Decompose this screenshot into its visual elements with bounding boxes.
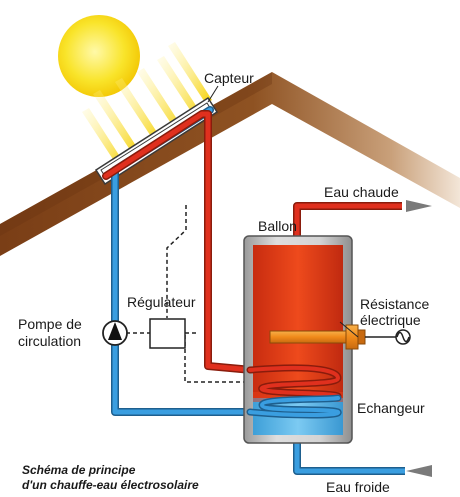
label-pompe-line1: Pompe de <box>18 316 82 332</box>
label-echangeur: Echangeur <box>357 400 425 416</box>
control-wires <box>126 205 247 383</box>
cold-water-arrow-icon <box>406 465 432 477</box>
electric-resistance <box>269 321 396 350</box>
label-ballon: Ballon <box>258 218 297 234</box>
sun-icon <box>58 15 140 97</box>
hot-pipe <box>102 110 256 374</box>
sun-rays <box>82 42 212 170</box>
hot-water-arrow-icon <box>406 200 432 212</box>
ac-power-icon <box>395 329 411 345</box>
label-eau-chaude: Eau chaude <box>324 184 399 200</box>
label-pompe-line2: circulation <box>18 333 82 349</box>
cold-water-inlet <box>293 440 432 477</box>
regulator-box <box>149 318 186 349</box>
caption-line2: d'un chauffe-eau électrosolaire <box>22 478 199 492</box>
hot-water-outlet <box>293 200 432 238</box>
label-eau-froide: Eau froide <box>326 479 390 495</box>
pump-icon <box>102 320 128 346</box>
heat-exchanger-coil <box>246 364 342 419</box>
label-resistance-line1: Résistance <box>360 296 430 312</box>
label-resistance-line2: électrique <box>360 312 421 328</box>
resistance-pointer <box>339 321 359 338</box>
roof <box>0 72 460 256</box>
caption-line1: Schéma de principe <box>22 463 136 477</box>
label-regulateur: Régulateur <box>127 294 196 310</box>
label-capteur: Capteur <box>204 70 254 86</box>
capteur-pointer <box>207 85 219 103</box>
